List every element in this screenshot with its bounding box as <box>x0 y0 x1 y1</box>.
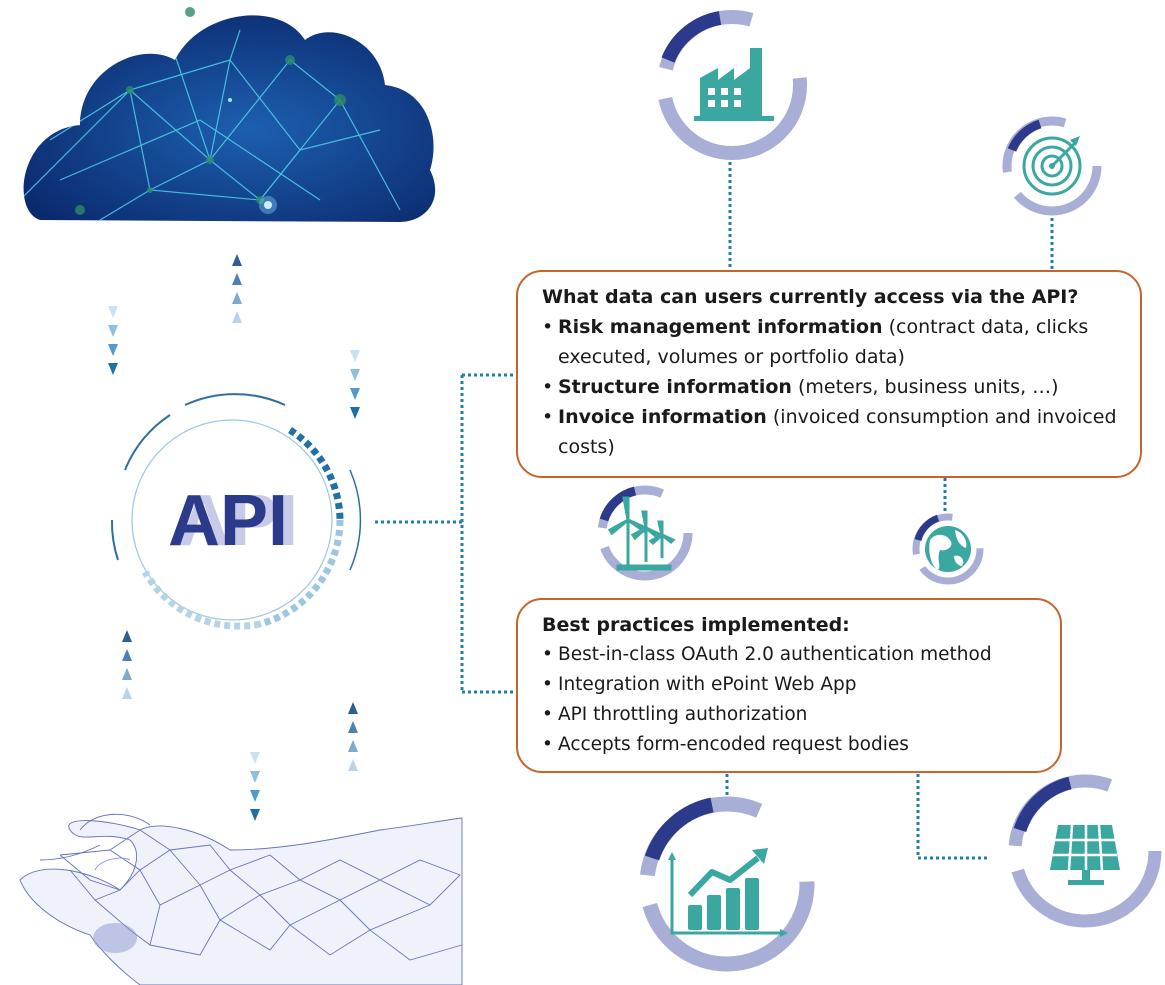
data-access-box: What data can users currently access via… <box>516 270 1142 478</box>
cloud-network-icon <box>23 7 436 222</box>
list-item: API throttling authorization <box>542 700 1042 730</box>
hand-wireframe-icon <box>19 813 463 985</box>
growth-chart-icon <box>639 796 815 972</box>
best-practices-title: Best practices implemented: <box>542 614 850 636</box>
arrows-down-2 <box>350 350 360 419</box>
api-label: API API <box>168 481 298 561</box>
data-access-title: What data can users currently access via… <box>542 286 1079 308</box>
arrows-up-2 <box>122 630 132 699</box>
solar-panel-icon <box>1008 774 1162 928</box>
arrows-up-1 <box>232 254 242 323</box>
list-item: Accepts form-encoded request bodies <box>542 730 1042 760</box>
target-icon <box>1002 116 1102 216</box>
arrows-down-3 <box>250 752 260 821</box>
wind-turbines-icon <box>597 485 693 581</box>
best-practices-box: Best practices implemented: Best-in-clas… <box>516 598 1062 773</box>
list-item: Integration with ePoint Web App <box>542 670 1042 700</box>
arrows-down-1 <box>108 306 118 375</box>
list-item: Invoice information (invoiced consumptio… <box>542 402 1122 462</box>
factory-icon <box>657 10 807 160</box>
list-item: Risk management information (contract da… <box>542 312 1122 372</box>
best-practices-list: Best-in-class OAuth 2.0 authentication m… <box>542 640 1042 760</box>
connector-lines <box>375 162 1054 860</box>
svg-text:API: API <box>178 481 298 561</box>
list-item: Structure information (meters, business … <box>542 372 1122 402</box>
globe-icon <box>912 513 984 585</box>
arrows-up-3 <box>348 702 358 771</box>
list-item: Best-in-class OAuth 2.0 authentication m… <box>542 640 1042 670</box>
api-ring-icon <box>110 393 362 630</box>
data-access-list: Risk management information (contract da… <box>542 312 1122 462</box>
svg-text:API: API <box>168 481 288 561</box>
